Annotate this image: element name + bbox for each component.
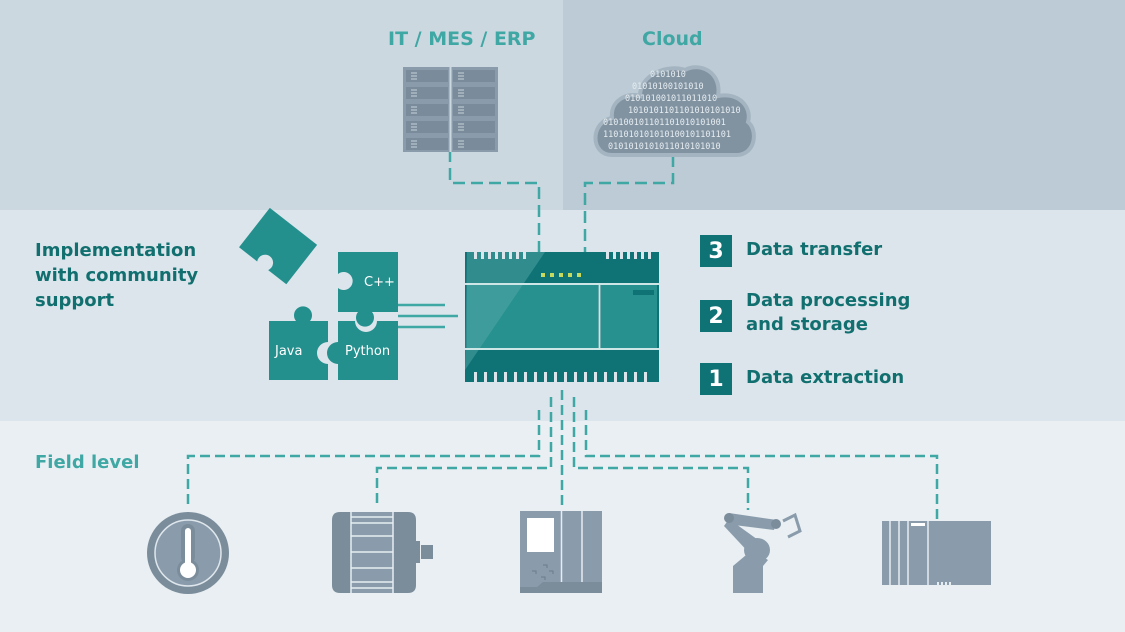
binary-row: 0101010101011010101010 [608,142,721,152]
hmi-controller-icon [520,511,602,593]
step-number-badge: 1 [700,363,732,395]
puzzle-piece-blank [239,207,318,285]
step-label: and storage [746,314,868,335]
connection-sensor [186,410,541,505]
puzzle-icon: C++ Java Python [239,207,398,380]
electric-motor-icon [332,512,433,593]
field-connections [186,390,939,520]
status-leds [541,273,581,277]
puzzle-connections [398,303,458,329]
step-data-processing: 2 Data processing and storage [700,290,910,337]
step-data-transfer: 3 Data transfer [700,235,882,267]
server-rack-icon [403,67,498,152]
puzzle-piece-cpp [338,252,398,327]
implementation-line: Implementation [35,240,197,261]
connection-robot [572,397,750,510]
binary-row: 1101010101010100101101101 [603,130,731,140]
temperature-sensor-icon [147,512,229,594]
connection-cloud [583,155,675,252]
edge-device-icon [465,252,659,382]
step-number-badge: 3 [700,235,732,267]
implementation-label: Implementation with community support [35,238,198,313]
cloud-label: Cloud [642,28,703,50]
step-label: Data processing [746,290,911,311]
puzzle-label-java: Java [274,344,302,359]
cloud-icon: 0101010 01010100101010 01010100101101101… [593,65,756,157]
step-data-extraction: 1 Data extraction [700,363,904,395]
binary-row: 1010101101101010101010 [628,106,741,116]
enterprise-label: IT / MES / ERP [388,28,536,50]
binary-row: 010100101101101010101001 [603,118,726,128]
upper-connections [448,150,675,252]
step-label: Data extraction [746,367,905,388]
field-level-label: Field level [35,452,140,473]
connection-motor [375,397,553,505]
puzzle-piece-java [269,306,328,380]
step-label: Data transfer [746,239,883,260]
puzzle-label-python: Python [345,344,390,359]
implementation-line: support [35,290,115,311]
puzzle-label-cpp: C++ [364,275,395,290]
puzzle-piece-python [327,321,398,380]
binary-row: 010101001011011010 [625,94,717,104]
connection-erp [448,150,541,252]
industrial-robot-icon [724,512,802,593]
binary-row: 01010100101010 [632,82,704,92]
binary-row: 0101010 [650,70,686,80]
implementation-line: with community [35,265,199,286]
plc-rack-icon [882,521,991,586]
connection-plc [584,410,939,520]
step-number-badge: 2 [700,300,732,332]
